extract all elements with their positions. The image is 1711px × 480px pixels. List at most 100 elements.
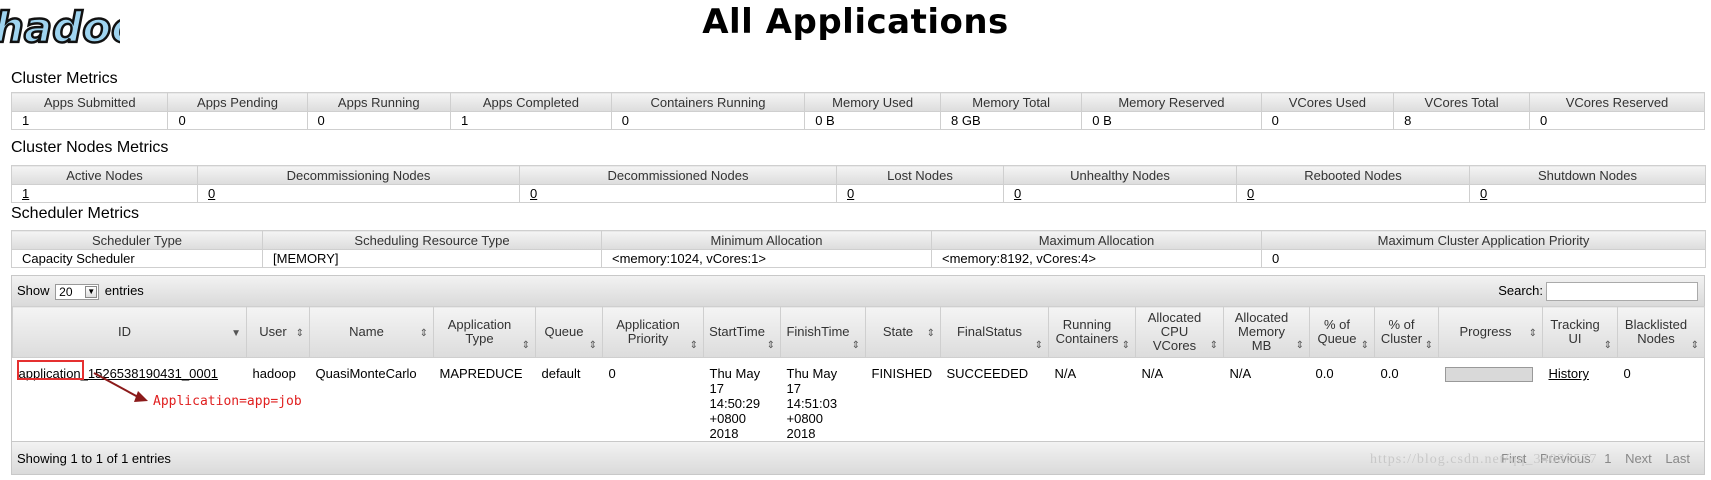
cluster-metrics-table: Apps Submitted Apps Pending Apps Running… <box>10 92 1706 130</box>
header-shutdown-nodes: Shutdown Nodes <box>1469 165 1706 185</box>
first-page-button[interactable]: First <box>1501 451 1527 466</box>
header-scheduler-type: Scheduler Type <box>11 230 263 250</box>
value-vcores-reserved: 0 <box>1528 111 1706 130</box>
history-link[interactable]: History <box>1548 366 1589 381</box>
value-memory-used: 0 B <box>804 111 942 130</box>
value-apps-pending: 0 <box>167 111 308 130</box>
sort-icon: ⇕ <box>1209 340 1218 351</box>
scheduler-metrics-table: Scheduler Type Scheduling Resource Type … <box>11 230 1706 268</box>
sort-icon: ⇕ <box>1360 340 1369 351</box>
col-user[interactable]: User⇕ <box>246 306 310 358</box>
value-maximum-allocation: <memory:8192, vCores:4> <box>931 249 1262 268</box>
header-active-nodes: Active Nodes <box>11 165 198 185</box>
rebooted-nodes-link[interactable]: 0 <box>1247 186 1255 201</box>
cell-name: QuasiMonteCarlo <box>315 366 417 381</box>
col-application-type[interactable]: Application Type⇕ <box>433 306 536 358</box>
col-blacklisted-nodes[interactable]: Blacklisted Nodes⇕ <box>1617 306 1705 358</box>
cell-tracking-ui: History <box>1543 358 1618 442</box>
col-allocated-memory-mb[interactable]: Allocated Memory MB⇕ <box>1223 306 1310 358</box>
decommissioned-nodes-link[interactable]: 0 <box>530 186 538 201</box>
header-lost-nodes: Lost Nodes <box>836 165 1004 185</box>
col-name[interactable]: Name⇕ <box>309 306 434 358</box>
header-memory-total: Memory Total <box>940 92 1083 112</box>
col-finish-time[interactable]: FinishTime⇕ <box>780 306 866 358</box>
sort-icon: ⇕ <box>689 340 698 351</box>
col-pct-of-queue[interactable]: % of Queue⇕ <box>1309 306 1375 358</box>
header-apps-running: Apps Running <box>306 92 451 112</box>
sort-icon: ⇕ <box>295 328 304 339</box>
next-page-button[interactable]: Next <box>1625 451 1652 466</box>
search-label: Search: <box>1498 282 1543 298</box>
cell-user: hadoop <box>252 366 296 381</box>
last-page-button[interactable]: Last <box>1665 451 1690 466</box>
sort-icon: ⇕ <box>1690 340 1699 351</box>
value-apps-submitted: 1 <box>10 111 169 130</box>
annotation-arrow-icon <box>93 372 148 402</box>
sort-icon: ⇕ <box>766 340 775 351</box>
header-maximum-allocation: Maximum Allocation <box>931 230 1262 250</box>
header-memory-reserved: Memory Reserved <box>1081 92 1262 112</box>
col-tracking-ui[interactable]: Tracking UI⇕ <box>1542 306 1618 358</box>
value-max-cluster-app-priority: 0 <box>1261 249 1706 268</box>
value-scheduler-type: Capacity Scheduler <box>11 249 263 268</box>
value-memory-total: 8 GB <box>940 111 1083 130</box>
cell-type: MAPREDUCE <box>439 366 523 381</box>
page-size-value: 20 <box>59 284 73 299</box>
page-size-control: Show 20▼ entries <box>17 283 144 300</box>
col-state[interactable]: State⇕ <box>865 306 941 358</box>
sort-icon: ⇕ <box>926 328 935 339</box>
sort-icon: ⇕ <box>1528 328 1537 339</box>
highlight-box <box>16 360 84 380</box>
cell-allocated-memory: N/A <box>1229 366 1252 381</box>
search-input[interactable] <box>1546 282 1698 301</box>
header-apps-submitted: Apps Submitted <box>10 92 169 112</box>
col-progress[interactable]: Progress⇕ <box>1438 306 1543 358</box>
decommissioning-nodes-link[interactable]: 0 <box>208 186 216 201</box>
col-pct-of-cluster[interactable]: % of Cluster⇕ <box>1374 306 1439 358</box>
sort-icon: ⇕ <box>1295 340 1304 351</box>
table-row: application_1526538190431_0001 hadoop Qu… <box>13 358 1705 442</box>
value-scheduling-resource-type: [MEMORY] <box>262 249 602 268</box>
unhealthy-nodes-link[interactable]: 0 <box>1014 186 1022 201</box>
application-id-link[interactable]: application_1526538190431_0001 <box>18 366 219 381</box>
page-size-select[interactable]: 20 ▼ <box>55 283 100 300</box>
header-containers-running: Containers Running <box>610 92 806 112</box>
header-apps-completed: Apps Completed <box>449 92 612 112</box>
sort-icon: ⇕ <box>1603 340 1612 351</box>
pagination: First Previous 1 Next Last <box>1491 451 1690 466</box>
header-decommissioning-nodes: Decommissioning Nodes <box>197 165 520 185</box>
header-decommissioned-nodes: Decommissioned Nodes <box>519 165 837 185</box>
chevron-down-icon[interactable]: ▼ <box>85 285 98 298</box>
value-containers-running: 0 <box>610 111 806 130</box>
col-queue[interactable]: Queue⇕ <box>535 306 603 358</box>
scheduler-metrics-title: Scheduler Metrics <box>11 205 140 222</box>
cell-running-containers: N/A <box>1054 366 1077 381</box>
col-start-time[interactable]: StartTime⇕ <box>703 306 781 358</box>
header-apps-pending: Apps Pending <box>167 92 308 112</box>
previous-page-button[interactable]: Previous <box>1540 451 1591 466</box>
value-memory-reserved: 0 B <box>1081 111 1262 130</box>
col-allocated-cpu-vcores[interactable]: Allocated CPU VCores⇕ <box>1135 306 1224 358</box>
page-1-button[interactable]: 1 <box>1604 451 1612 466</box>
lost-nodes-link[interactable]: 0 <box>847 186 855 201</box>
cell-pct-cluster: 0.0 <box>1380 366 1399 381</box>
header-scheduling-resource-type: Scheduling Resource Type <box>262 230 602 250</box>
value-minimum-allocation: <memory:1024, vCores:1> <box>601 249 932 268</box>
header-vcores-reserved: VCores Reserved <box>1528 92 1706 112</box>
col-application-priority[interactable]: Application Priority⇕ <box>602 306 704 358</box>
header-rebooted-nodes: Rebooted Nodes <box>1236 165 1470 185</box>
header-memory-used: Memory Used <box>804 92 942 112</box>
shutdown-nodes-link[interactable]: 0 <box>1480 186 1488 201</box>
applications-table: ID▼ User⇕ Name⇕ Application Type⇕ Queue⇕… <box>12 306 1705 441</box>
apps-footer: Showing 1 to 1 of 1 entries First Previo… <box>12 441 1704 474</box>
entries-label: entries <box>104 283 144 298</box>
header-vcores-total: VCores Total <box>1393 92 1530 112</box>
hadoop-logo: hadoop <box>0 2 120 53</box>
col-final-status[interactable]: FinalStatus⇕ <box>940 306 1049 358</box>
col-running-containers[interactable]: Running Containers⇕ <box>1048 306 1136 358</box>
watermark: https://blog.csdn.net/qq_34037577 <box>1370 452 1598 467</box>
active-nodes-link[interactable]: 1 <box>22 186 30 201</box>
sort-icon: ⇕ <box>851 340 860 351</box>
col-id[interactable]: ID▼ <box>12 306 247 358</box>
